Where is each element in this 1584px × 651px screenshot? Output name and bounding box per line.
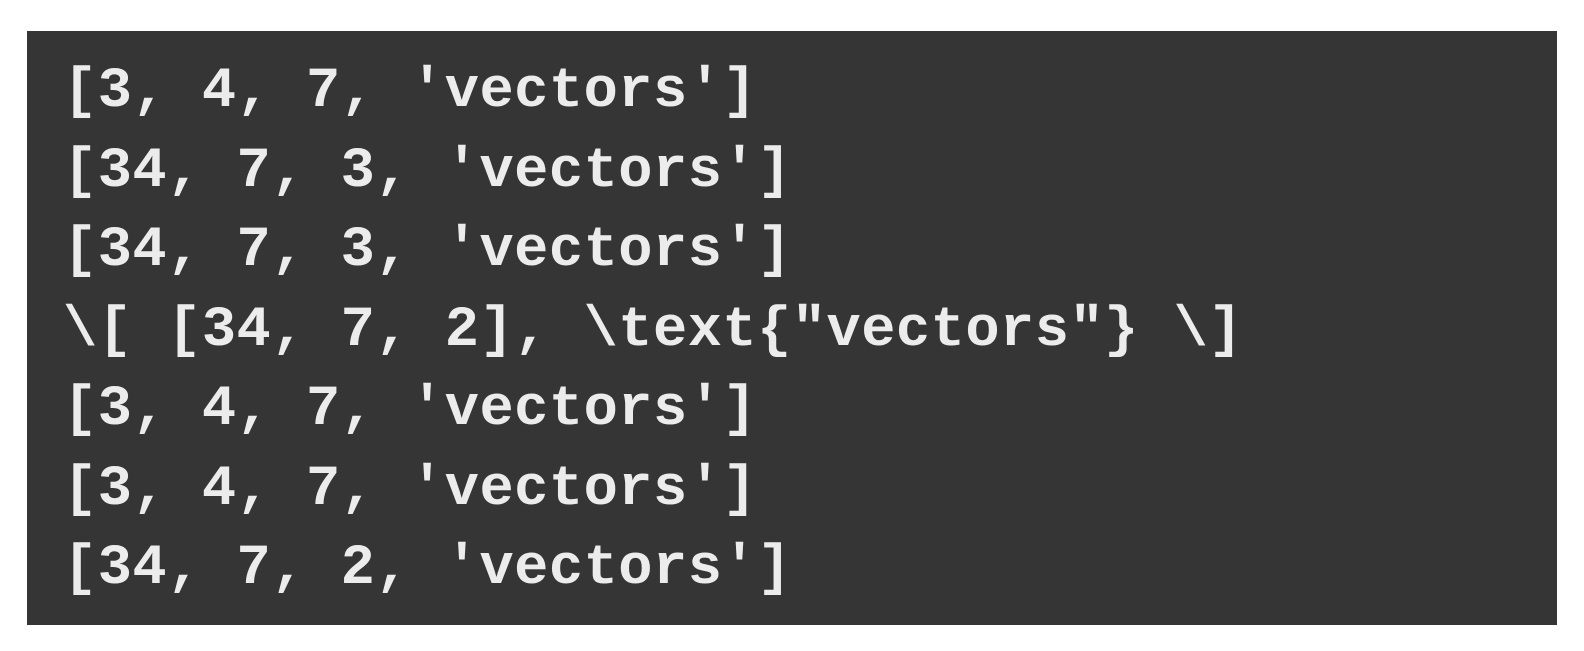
output-line: [34, 7, 3, 'vectors'] [63, 139, 792, 204]
output-line: [3, 4, 7, 'vectors'] [63, 60, 758, 124]
output-line: [34, 7, 3, 'vectors'] [63, 219, 792, 283]
output-line: \[ [34, 7, 2], \text{"vectors"} \] [63, 298, 1243, 363]
output-lines: [3, 4, 7, 'vectors'] [34, 7, 3, 'vectors… [63, 53, 1557, 610]
output-line: [3, 4, 7, 'vectors'] [63, 378, 758, 442]
output-line: [34, 7, 2, 'vectors'] [63, 537, 792, 601]
terminal-output-panel: [3, 4, 7, 'vectors'] [34, 7, 3, 'vectors… [27, 31, 1557, 625]
output-line: [3, 4, 7, 'vectors'] [63, 457, 758, 522]
